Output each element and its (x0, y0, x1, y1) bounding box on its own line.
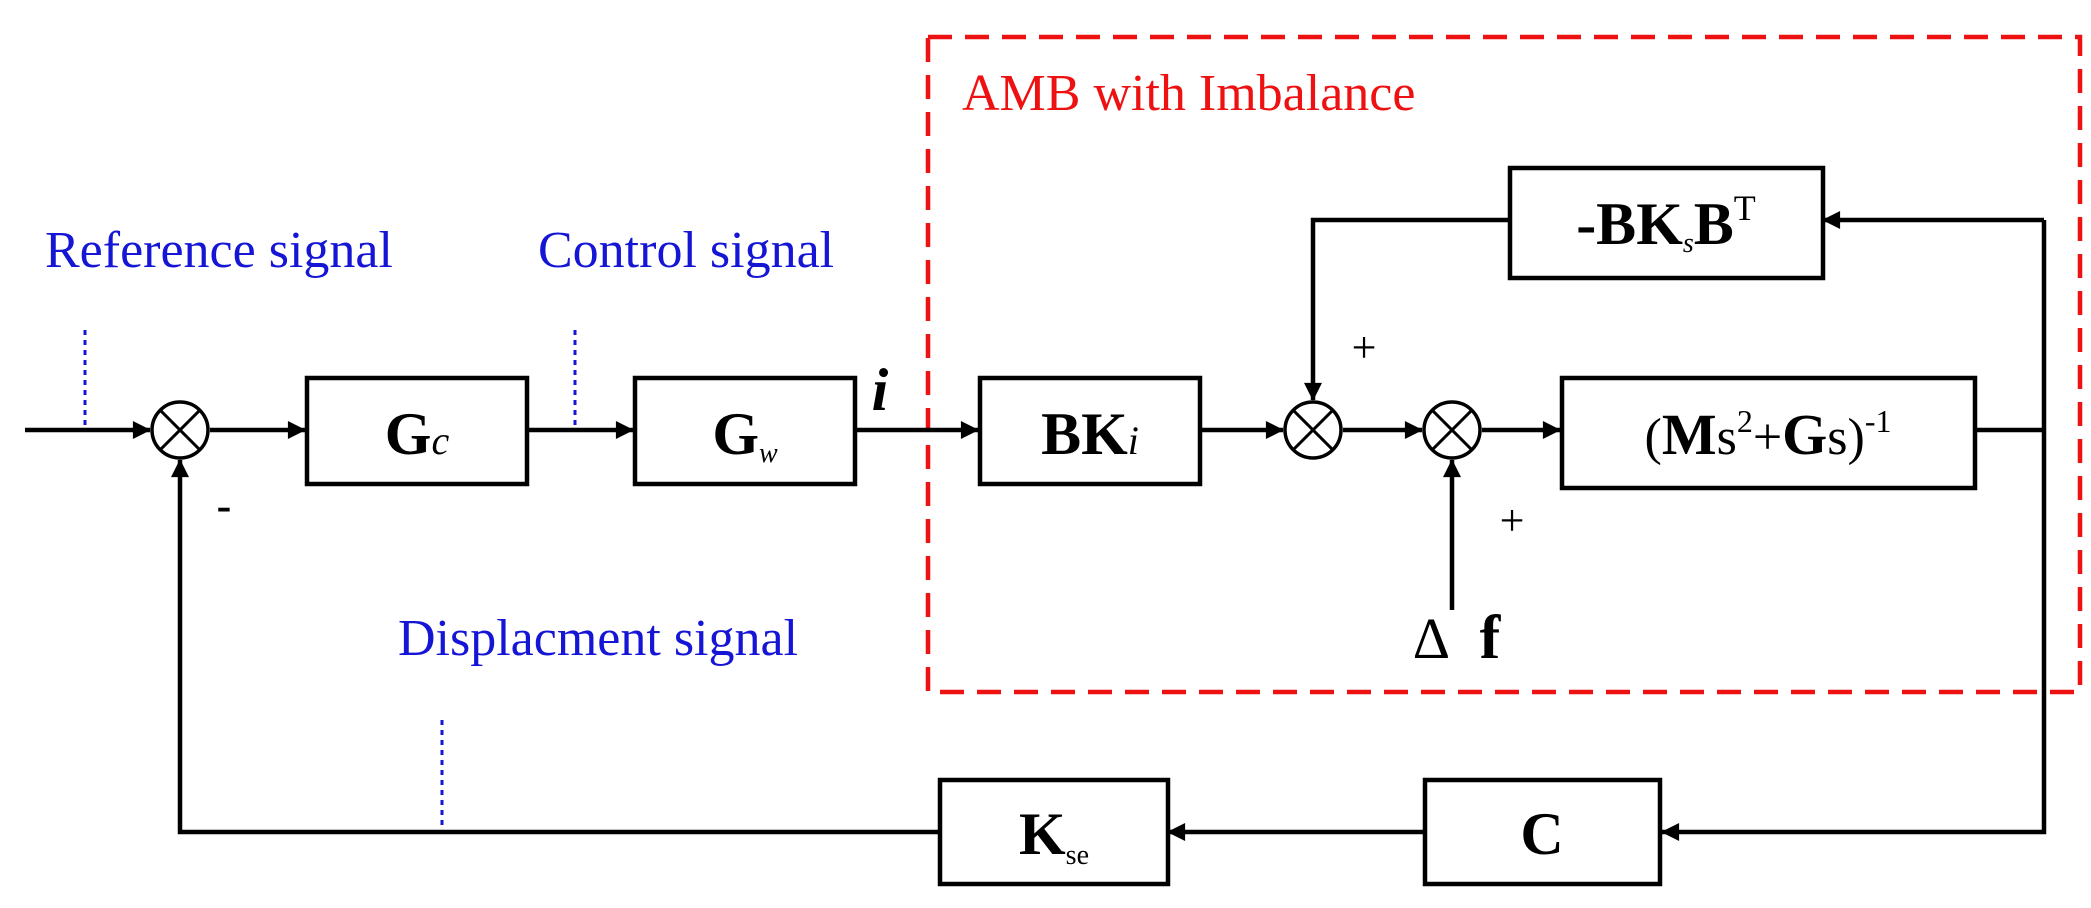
gc-block (304, 375, 530, 487)
control-signal-label: Control signal (538, 222, 834, 279)
displacement-signal-label: Displacment signal (398, 610, 798, 667)
disturbance-f: f (1480, 604, 1502, 672)
plant-block (1559, 375, 1978, 491)
plus-sign-bottom: + (1500, 496, 1525, 545)
kse-to-sum1-wire (171, 459, 940, 835)
current-signal-label: i (872, 357, 889, 423)
bki-block-label: BKi (1041, 401, 1139, 467)
summing-junction-1 (150, 400, 210, 460)
plus-sign-top: + (1352, 323, 1377, 372)
minus-sign: - (217, 481, 232, 530)
kse-block (937, 777, 1171, 887)
kse-block-label: Kse (1019, 801, 1089, 871)
ks-to-sum2-wire (1304, 217, 1510, 401)
disturbance-delta: Δ (1413, 606, 1450, 671)
negative-stiffness-block (1507, 165, 1826, 281)
negative-stiffness-label: -BKsBT (1576, 188, 1756, 259)
c-block-label: C (1520, 801, 1563, 867)
amb-region-label: AMB with Imbalance (962, 65, 1415, 122)
c-block (1422, 777, 1663, 887)
gc-block-label: Gc (385, 401, 450, 467)
plant-block-label: (Ms2+Gs)-1 (1644, 402, 1891, 467)
gw-block (632, 375, 858, 487)
bki-block (977, 375, 1203, 487)
output-to-c-wire (1661, 220, 2047, 841)
summing-junction-3 (1422, 400, 1482, 460)
gw-block-label: Gw (712, 401, 778, 469)
reference-signal-label: Reference signal (45, 222, 393, 279)
amb-region-box (925, 34, 2083, 695)
summing-junction-2 (1283, 400, 1343, 460)
